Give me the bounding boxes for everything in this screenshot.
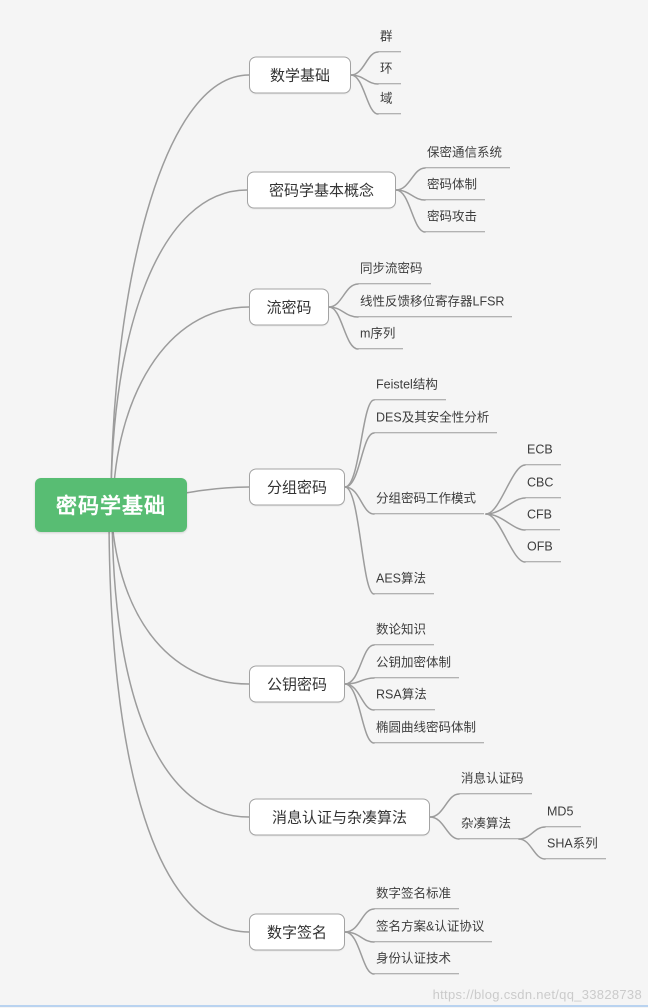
- topic-mac-hash[interactable]: 消息认证与杂凑算法: [249, 798, 430, 836]
- leaf-lfsr[interactable]: 线性反馈移位寄存器LFSR: [358, 292, 513, 317]
- topic-basic-concepts[interactable]: 密码学基本概念: [247, 171, 396, 209]
- leaf-crypto-attack[interactable]: 密码攻击: [425, 207, 486, 232]
- leaf-secure-comm-system[interactable]: 保密通信系统: [425, 143, 511, 168]
- topic-block-cipher[interactable]: 分组密码: [249, 468, 345, 506]
- topic-digital-signature[interactable]: 数字签名: [249, 913, 345, 951]
- topic-math-foundation[interactable]: 数学基础: [249, 56, 351, 94]
- leaf-field[interactable]: 域: [378, 89, 401, 114]
- leaf-ecc[interactable]: 椭圆曲线密码体制: [374, 718, 485, 743]
- leaf-mac[interactable]: 消息认证码: [459, 769, 532, 794]
- leaf-cbc[interactable]: CBC: [525, 473, 562, 498]
- leaf-dss[interactable]: 数字签名标准: [374, 884, 460, 909]
- leaf-m-sequence[interactable]: m序列: [358, 324, 404, 349]
- root-topic[interactable]: 密码学基础: [35, 478, 187, 532]
- leaf-number-theory[interactable]: 数论知识: [374, 620, 435, 645]
- leaf-cryptosystem[interactable]: 密码体制: [425, 175, 486, 200]
- leaf-pk-encryption[interactable]: 公钥加密体制: [374, 653, 460, 678]
- leaf-ofb[interactable]: OFB: [525, 537, 561, 562]
- leaf-md5[interactable]: MD5: [545, 802, 582, 827]
- watermark-text: https://blog.csdn.net/qq_33828738: [432, 987, 642, 1002]
- leaf-group[interactable]: 群: [378, 27, 401, 52]
- leaf-des-security[interactable]: DES及其安全性分析: [374, 408, 498, 433]
- leaf-aes[interactable]: AES算法: [374, 569, 435, 594]
- leaf-block-cipher-modes[interactable]: 分组密码工作模式: [374, 489, 485, 514]
- leaf-feistel[interactable]: Feistel结构: [374, 375, 446, 400]
- topic-public-key[interactable]: 公钥密码: [249, 665, 345, 703]
- leaf-rsa[interactable]: RSA算法: [374, 685, 435, 710]
- leaf-cfb[interactable]: CFB: [525, 505, 560, 530]
- leaf-hash-algorithm[interactable]: 杂凑算法: [459, 814, 520, 839]
- leaf-sync-stream-cipher[interactable]: 同步流密码: [358, 259, 431, 284]
- leaf-identity-auth[interactable]: 身份认证技术: [374, 949, 460, 974]
- topic-stream-cipher[interactable]: 流密码: [249, 288, 329, 326]
- leaf-sha-series[interactable]: SHA系列: [545, 834, 606, 859]
- leaf-ring[interactable]: 环: [378, 59, 401, 84]
- bottom-edge-line: [0, 1005, 648, 1007]
- leaf-signature-schemes[interactable]: 签名方案&认证协议: [374, 917, 493, 942]
- leaf-ecb[interactable]: ECB: [525, 440, 561, 465]
